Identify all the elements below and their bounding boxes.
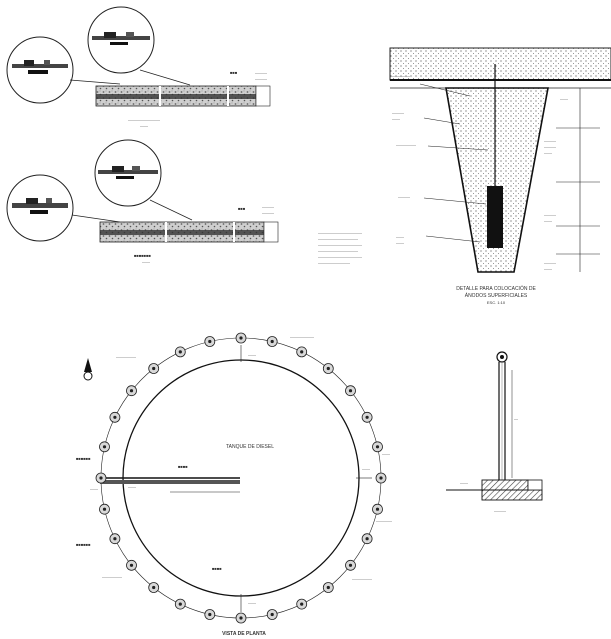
svg-text:—————: ————— (396, 142, 416, 147)
anode-marker-center (348, 389, 353, 393)
tank-label: TANQUE DE DIESEL (226, 444, 274, 450)
svg-text:———: ——— (398, 194, 410, 199)
detail-title-line1: DETALLE PARA COLOCACIÓN DE (456, 285, 536, 292)
detail-title-line2: ÁNODOS SUPERFICIALES (465, 292, 528, 299)
svg-text:■■■: ■■■ (230, 70, 238, 75)
svg-text:———: ——— (392, 110, 404, 115)
svg-text:——: —— (392, 116, 400, 121)
anode-marker-center (375, 445, 380, 449)
anode-marker-center (348, 563, 353, 567)
anode-marker-center (300, 602, 304, 606)
detail-scale: ESC. 1:10 (487, 300, 506, 305)
svg-text:——: —— (544, 218, 552, 223)
anode-marker-center (102, 445, 107, 449)
svg-text:———————————: ——————————— (318, 242, 362, 247)
svg-text:—————: ————— (390, 73, 410, 78)
svg-text:——: —— (544, 266, 552, 271)
anode-detail-section: ————— ——— —— ————— ——— —— —— —— ——— ——— … (318, 47, 611, 305)
anode-marker-center (152, 585, 156, 590)
svg-text:—————: ————— (116, 354, 136, 359)
svg-text:———: ——— (255, 76, 267, 81)
anode-marker-center (178, 350, 182, 354)
svg-text:———: ——— (494, 508, 506, 513)
anode-body (487, 186, 503, 248)
anode-marker-center (99, 476, 103, 480)
svg-text:——: —— (396, 234, 404, 239)
svg-text:—————: ————— (352, 576, 372, 581)
svg-text:——————————: —————————— (318, 236, 358, 241)
svg-text:—————: ————— (102, 574, 122, 579)
anode-marker-center (178, 602, 182, 606)
anode-marker-center (113, 537, 117, 541)
svg-text:———: ——— (544, 212, 556, 217)
svg-text:———: ——— (544, 138, 556, 143)
anode-marker-center (129, 563, 134, 567)
svg-text:————————: ———————— (318, 260, 350, 265)
svg-text:■■■■■■: ■■■■■■ (76, 542, 91, 547)
north-arrow-icon (83, 358, 93, 381)
anode-marker-center (129, 389, 134, 393)
pipe (100, 480, 240, 484)
anode-marker-center (270, 339, 274, 344)
svg-text:———: ——— (262, 204, 274, 209)
svg-text:———: ——— (544, 260, 556, 265)
svg-text:■■■■: ■■■■ (212, 566, 222, 571)
plan-view-section: TANQUE DE DIESEL ■■■■ —— —— —— —— —— ———… (76, 332, 392, 637)
test-post-detail: — —— ——— (446, 351, 543, 513)
anode-marker-center (365, 415, 369, 419)
svg-text:——————————: —————————— (318, 248, 358, 253)
svg-text:——: —— (382, 451, 390, 456)
svg-text:———————————: ——————————— (318, 230, 362, 235)
anode-marker-center (326, 585, 330, 590)
svg-text:■■■■■■: ■■■■■■ (76, 456, 91, 461)
svg-text:——————: —————— (290, 334, 314, 339)
svg-text:■■■■■■■: ■■■■■■■ (134, 253, 151, 258)
svg-text:■■■■: ■■■■ (178, 464, 188, 469)
anode-marker-center (113, 415, 117, 419)
anode-marker-center (379, 476, 383, 480)
anode-markers (95, 332, 387, 624)
anode-marker-center (239, 616, 243, 620)
svg-text:———————————: ——————————— (318, 254, 362, 259)
svg-text:——: —— (248, 600, 256, 605)
anode-marker-center (375, 507, 380, 511)
svg-text:——: —— (248, 352, 256, 357)
svg-text:————————: ———————— (128, 117, 160, 122)
anode-marker-center (300, 350, 304, 354)
svg-text:——: —— (142, 259, 150, 264)
top-left-detail-group: ——— ——— ■■■ ———————— —— ——— ——— ■■■ ■■■■… (6, 6, 279, 264)
svg-text:—: — (514, 416, 518, 421)
svg-text:———: ——— (262, 210, 274, 215)
anode-marker-center (326, 366, 330, 371)
svg-text:——: —— (560, 96, 568, 101)
anode-marker-center (208, 339, 212, 344)
svg-text:——: —— (396, 240, 404, 245)
svg-text:——: —— (140, 123, 148, 128)
anode-trench (445, 87, 549, 273)
plan-view-title: VISTA DE PLANTA (222, 631, 266, 637)
svg-text:——: —— (90, 486, 98, 491)
svg-text:——: —— (362, 466, 370, 471)
svg-text:————: ———— (376, 518, 392, 523)
anode-marker-center (270, 612, 274, 617)
svg-text:———: ——— (544, 144, 556, 149)
anode-marker-center (239, 336, 243, 340)
anode-marker-center (102, 507, 107, 511)
anode-marker-center (152, 366, 156, 371)
svg-text:——: —— (128, 484, 136, 489)
svg-text:■■■: ■■■ (238, 206, 246, 211)
anode-marker-center (365, 537, 369, 541)
svg-text:——: —— (544, 150, 552, 155)
anode-marker-center (208, 612, 212, 617)
svg-text:———: ——— (255, 70, 267, 75)
svg-text:——: —— (460, 480, 468, 485)
surface-slab (389, 47, 611, 81)
